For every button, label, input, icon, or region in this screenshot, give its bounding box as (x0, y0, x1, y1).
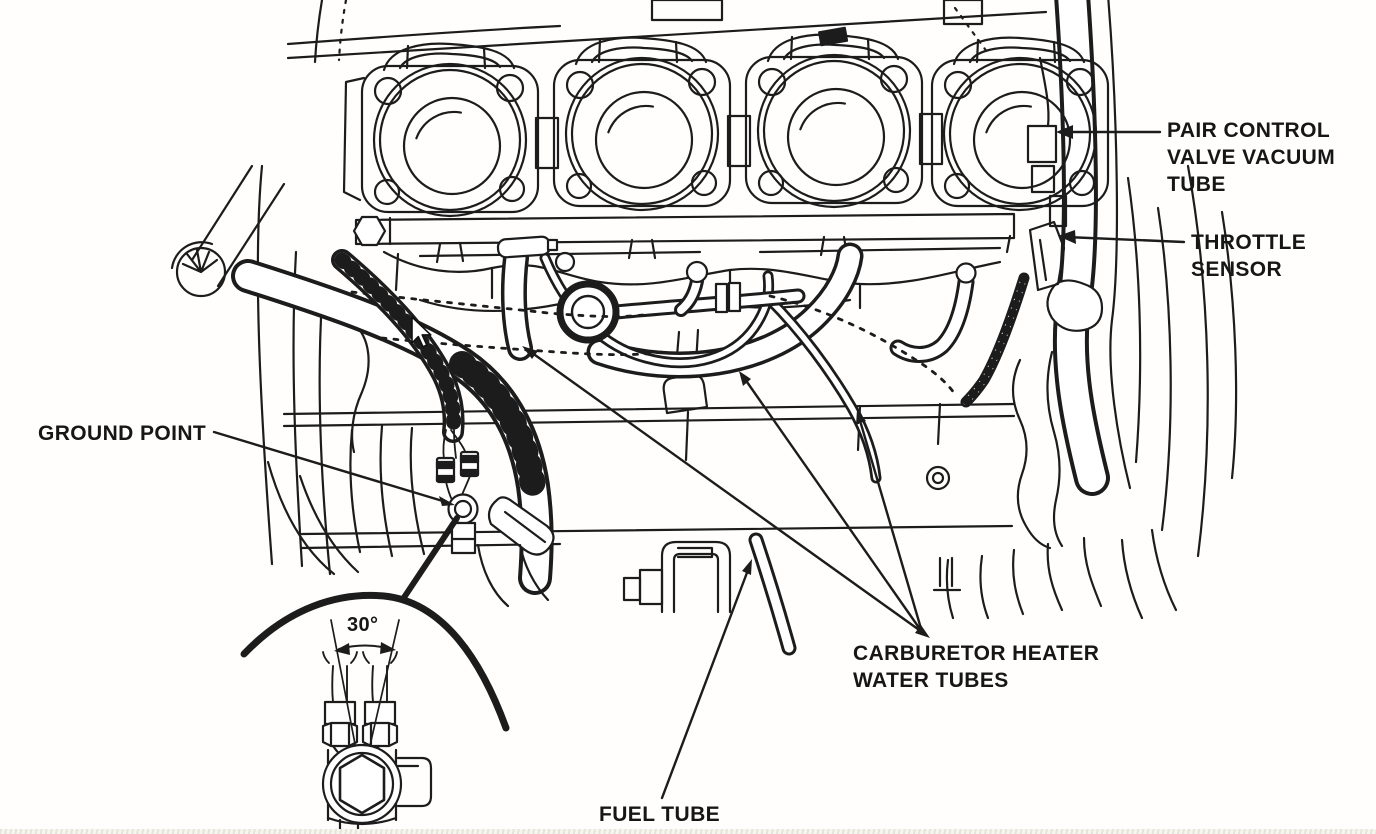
label-carburetor-heater-water-tubes: CARBURETOR HEATER WATER TUBES (853, 640, 1099, 694)
fuel-tube-bracket (622, 532, 797, 656)
wire-harness (331, 249, 465, 443)
fuel-rail (352, 212, 1016, 264)
label-line: GROUND POINT (38, 422, 207, 445)
throttle-sensor-leader (1058, 230, 1186, 244)
label-line: 30° (347, 614, 379, 636)
label-line: TUBE (1167, 173, 1226, 196)
pair-valve-hardware (1026, 56, 1068, 228)
label-line: THROTTLE (1191, 231, 1307, 254)
label-angle-30-degrees: 30° (347, 614, 378, 636)
leader-arrows (212, 125, 1186, 800)
label-line: WATER TUBES (853, 669, 1009, 692)
water-tubes-and-hoses (231, 235, 1178, 620)
label-throttle-sensor: THROTTLE SENSOR (1191, 229, 1306, 283)
page-bottom-edge (0, 829, 1376, 834)
carburetor-3 (744, 33, 924, 209)
detail-inset-circle (240, 591, 510, 834)
pair-control-leader (1056, 125, 1162, 139)
inset-leader-line (400, 515, 460, 602)
label-line: VALVE VACUUM (1167, 146, 1336, 169)
carb-heater-leaders (522, 346, 930, 638)
mouse-cursor-icon (411, 316, 432, 348)
carburetor-row (342, 33, 1110, 218)
ground-bolt-detail (321, 743, 403, 825)
label-ground-point: GROUND POINT (38, 420, 206, 447)
top-mounting-rail (286, 0, 1048, 64)
angle-double-arrow (334, 642, 396, 655)
label-line: FUEL TUBE (599, 803, 721, 826)
throttle-sensor-part (1028, 220, 1066, 292)
label-pair-control-valve-vacuum-tube: PAIR CONTROL VALVE VACUUM TUBE (1167, 117, 1335, 198)
fuel-tube-leader (660, 559, 752, 800)
label-line: SENSOR (1191, 258, 1283, 281)
carburetor-1 (360, 42, 540, 218)
carburetor-2 (552, 36, 732, 212)
left-fairing-lines (256, 164, 426, 576)
label-line: CARBURETOR HEATER (853, 642, 1100, 665)
label-fuel-tube: FUEL TUBE (599, 801, 720, 828)
label-line: PAIR CONTROL (1167, 119, 1331, 142)
ground-point-assembly (400, 429, 480, 602)
ground-point-leader (212, 430, 455, 506)
left-frame-arm (170, 164, 286, 298)
